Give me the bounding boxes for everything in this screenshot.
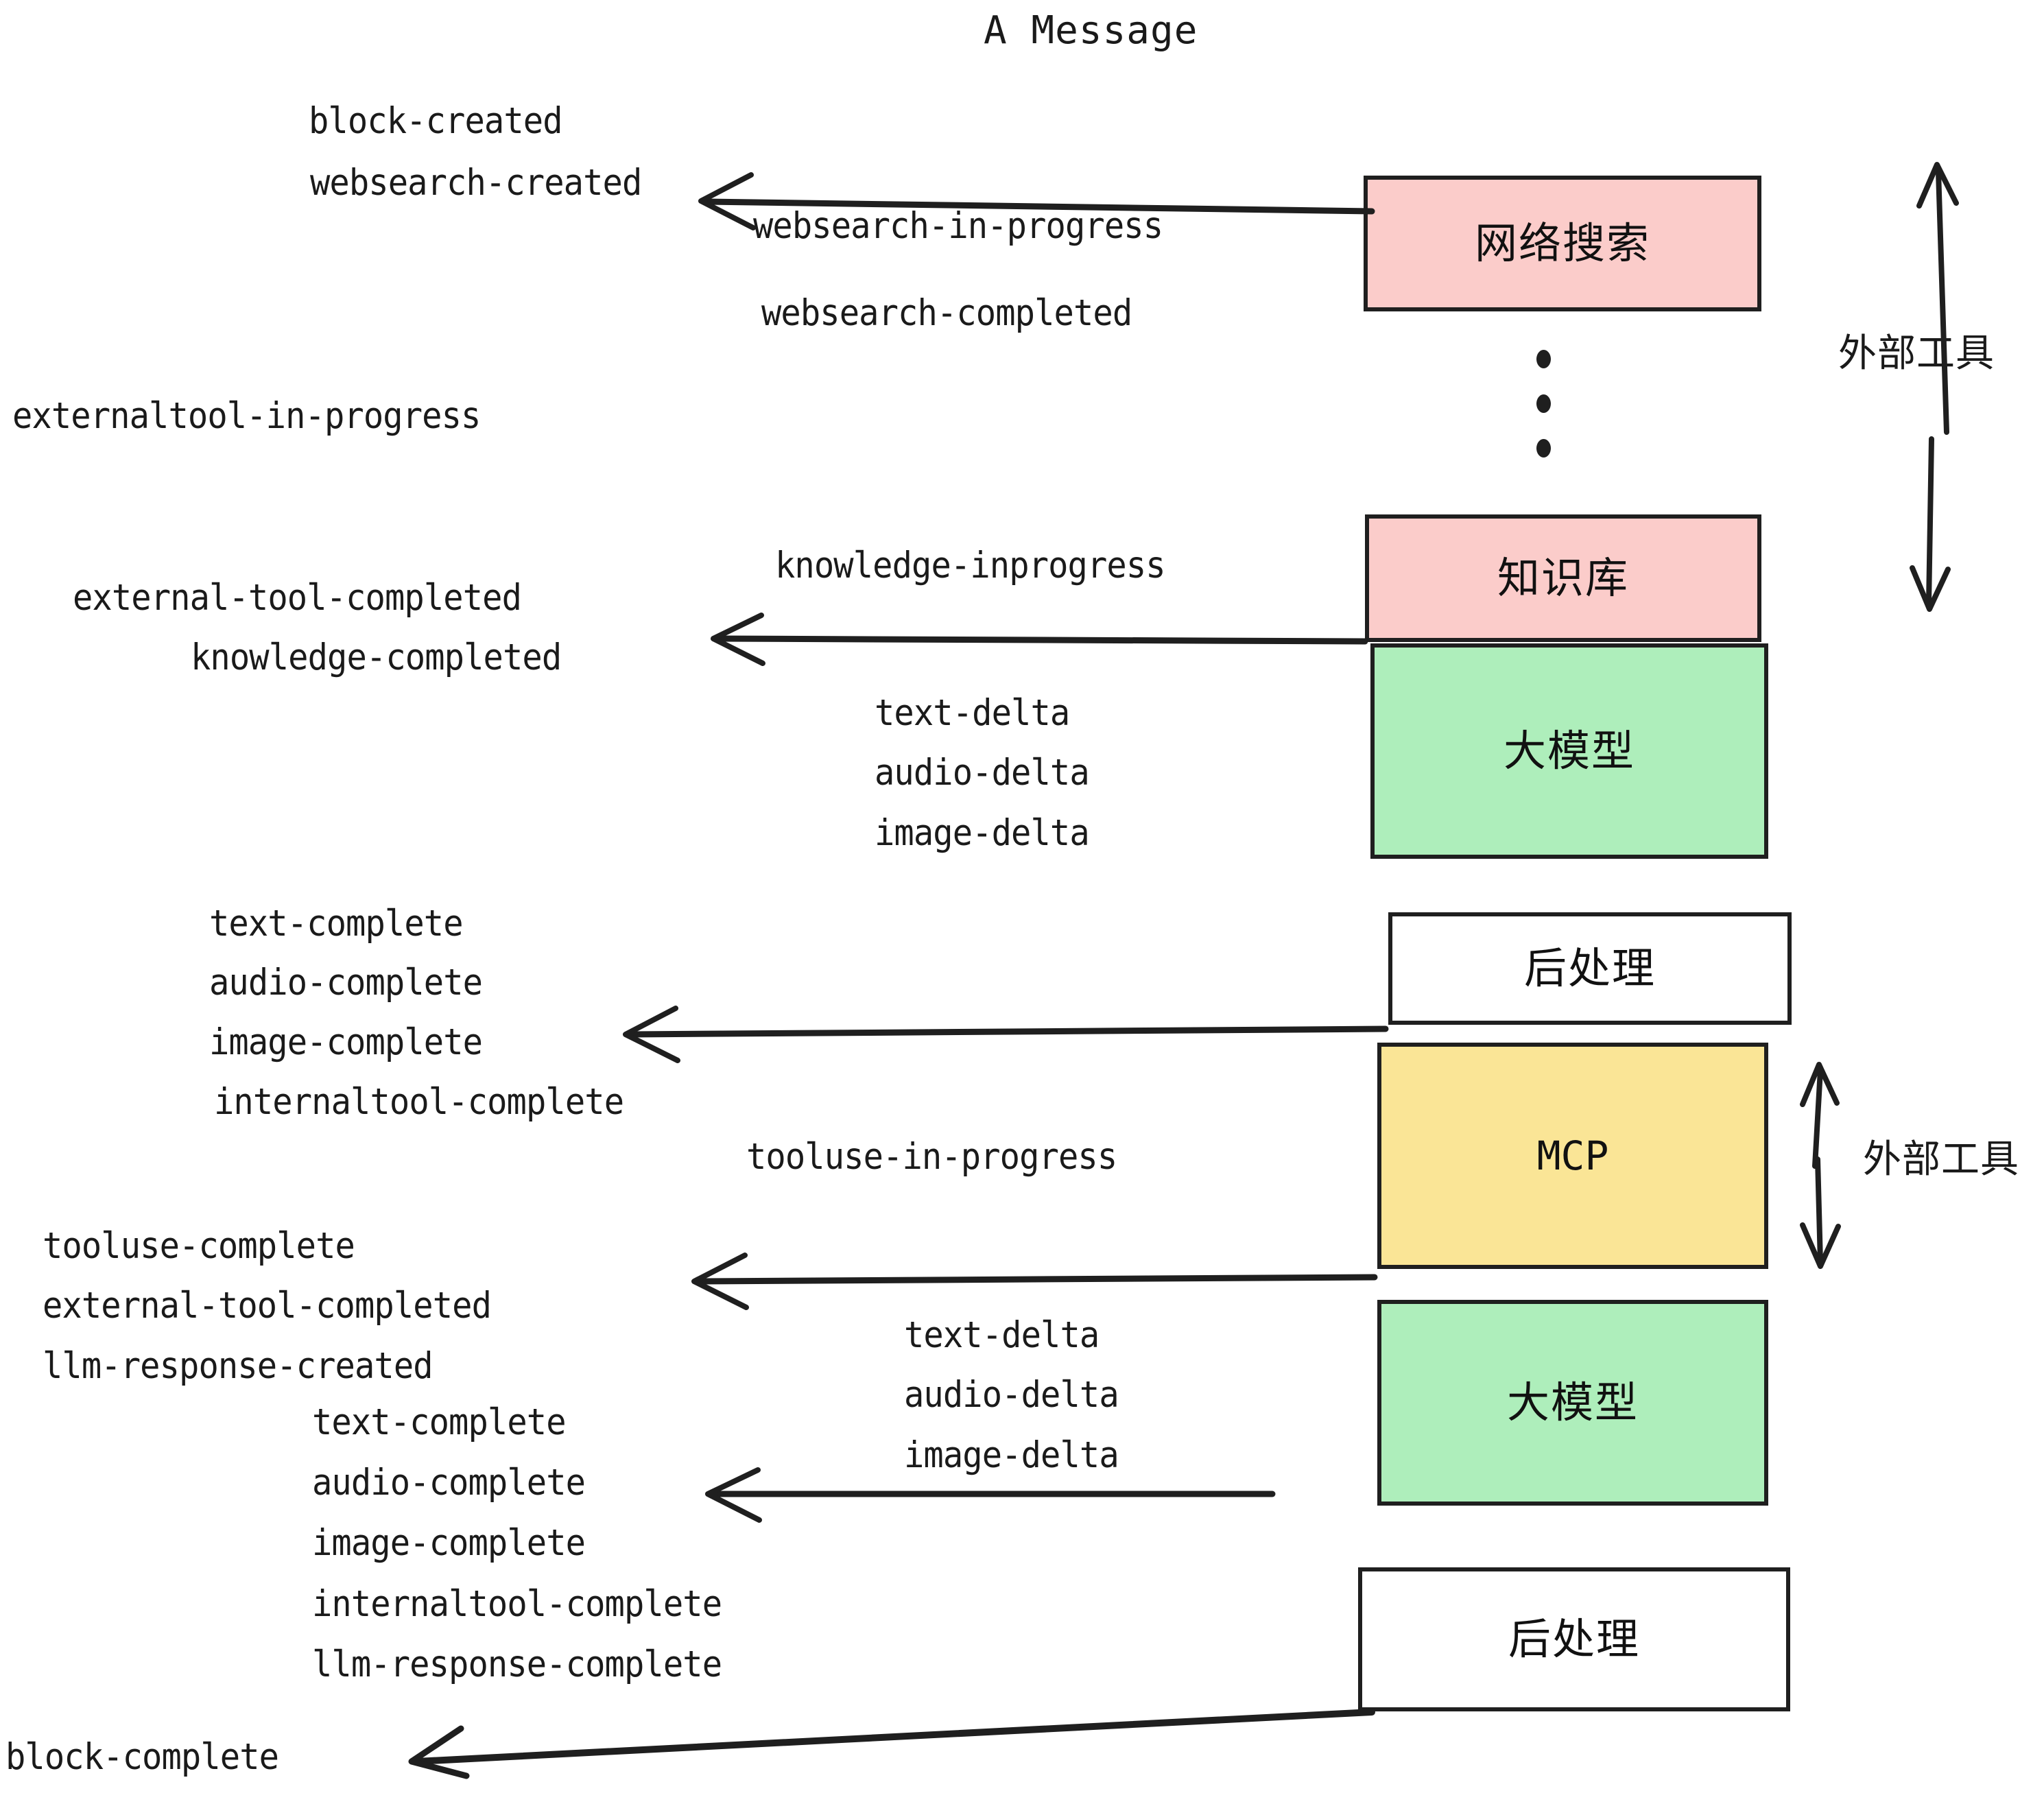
arrow-llm-bottom-to-audio-complete bbox=[705, 1467, 1276, 1523]
event-knowledge-inprogress: knowledge-inprogress bbox=[775, 545, 1166, 586]
event-audio-complete-1: audio-complete bbox=[209, 962, 483, 1004]
event-block-created: block-created bbox=[309, 100, 563, 142]
external-tools-top-label: 外部工具 bbox=[1838, 331, 1995, 376]
box-llm-bottom[interactable]: 大模型 bbox=[1377, 1300, 1768, 1506]
box-postprocess-bottom[interactable]: 后处理 bbox=[1358, 1567, 1790, 1711]
event-text-delta-2: text-delta bbox=[904, 1314, 1100, 1356]
box-mcp-label: MCP bbox=[1536, 1132, 1609, 1179]
arrow-knowledge-to-knowledge-completed bbox=[711, 613, 1368, 666]
box-llm-bottom-label: 大模型 bbox=[1506, 1377, 1639, 1427]
event-text-complete-2: text-complete bbox=[312, 1401, 567, 1443]
event-audio-complete-2: audio-complete bbox=[312, 1462, 586, 1504]
event-block-complete: block-complete bbox=[5, 1736, 279, 1778]
box-mcp[interactable]: MCP bbox=[1377, 1043, 1768, 1269]
event-websearch-completed: websearch-completed bbox=[761, 292, 1132, 334]
event-external-tool-completed-2: external-tool-completed bbox=[43, 1285, 492, 1327]
event-tooluse-complete: tooluse-complete bbox=[43, 1225, 355, 1267]
event-llm-response-complete: llm-response-complete bbox=[312, 1643, 722, 1685]
event-text-delta-1: text-delta bbox=[875, 692, 1070, 734]
event-knowledge-completed: knowledge-completed bbox=[191, 637, 562, 678]
event-image-delta-1: image-delta bbox=[875, 812, 1090, 854]
box-websearch[interactable]: 网络搜索 bbox=[1364, 176, 1761, 311]
event-image-complete-2: image-complete bbox=[312, 1522, 586, 1564]
box-postprocess-top-label: 后处理 bbox=[1523, 943, 1656, 993]
event-audio-delta-1: audio-delta bbox=[875, 752, 1090, 794]
box-llm-top-label: 大模型 bbox=[1503, 726, 1635, 776]
box-postprocess-bottom-label: 后处理 bbox=[1508, 1614, 1640, 1664]
arrow-mcp-to-tooluse-complete bbox=[691, 1253, 1378, 1310]
event-text-complete-1: text-complete bbox=[209, 903, 464, 945]
arrow-postprocess-to-image-complete bbox=[623, 1006, 1389, 1063]
external-tools-bottom-arrow bbox=[1800, 1062, 1841, 1269]
box-llm-top[interactable]: 大模型 bbox=[1370, 643, 1768, 859]
event-image-complete-1: image-complete bbox=[209, 1021, 483, 1063]
page-title: A Message bbox=[984, 8, 1198, 53]
box-websearch-label: 网络搜索 bbox=[1474, 218, 1650, 268]
event-external-tool-completed-1: external-tool-completed bbox=[73, 577, 522, 619]
event-websearch-in-progress: websearch-in-progress bbox=[753, 205, 1163, 247]
external-tools-bottom-label: 外部工具 bbox=[1863, 1137, 2019, 1182]
event-image-delta-2: image-delta bbox=[904, 1434, 1119, 1476]
event-llm-response-created: llm-response-created bbox=[43, 1345, 433, 1387]
event-tooluse-in-progress: tooluse-in-progress bbox=[746, 1136, 1117, 1178]
event-websearch-created: websearch-created bbox=[310, 162, 642, 204]
event-audio-delta-2: audio-delta bbox=[904, 1374, 1119, 1416]
box-knowledge-base-label: 知识库 bbox=[1497, 553, 1629, 603]
external-tools-top-arrow bbox=[1910, 162, 1959, 612]
event-externaltool-in-progress: externaltool-in-progress bbox=[12, 395, 481, 437]
arrow-postprocess-bottom-to-block-complete bbox=[408, 1709, 1375, 1779]
box-postprocess-top[interactable]: 后处理 bbox=[1388, 912, 1792, 1025]
event-internaltool-complete-2: internaltool-complete bbox=[312, 1583, 722, 1625]
box-knowledge-base[interactable]: 知识库 bbox=[1365, 514, 1761, 642]
event-internaltool-complete-1: internaltool-complete bbox=[214, 1081, 624, 1123]
vertical-ellipsis-icon bbox=[1536, 350, 1551, 484]
